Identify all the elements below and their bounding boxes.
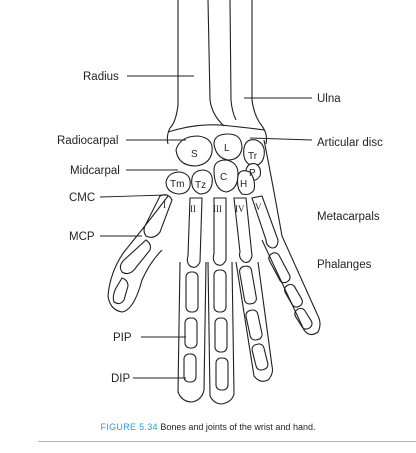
middle-proximal: [213, 269, 227, 313]
metacarpal-1: [143, 194, 173, 238]
metacarpal-2-label: II: [190, 204, 196, 214]
thumb-distal-phalanx: [112, 277, 129, 305]
trapezoid-label: Tz: [195, 180, 206, 191]
trapezium-bone: [165, 171, 191, 195]
lunate-label: L: [224, 143, 230, 154]
lunate-bone: [213, 133, 243, 161]
little-proximal: [268, 252, 291, 284]
triquetrum-label: Tr: [248, 151, 258, 162]
radiocarpal-label: Radiocarpal: [57, 135, 118, 147]
pip-label: PIP: [113, 332, 132, 344]
pisiform-label: P: [249, 168, 256, 179]
thumb-proximal-phalanx: [119, 239, 152, 275]
metacarpal-5-label: V: [255, 202, 262, 212]
ring-distal: [251, 343, 269, 371]
radius-label: Radius: [83, 71, 119, 83]
metacarpals-label: Metacarpals: [317, 211, 380, 223]
articular-disc-leader: [249, 137, 313, 141]
palm-edge: [263, 139, 283, 237]
little-middle: [283, 283, 303, 308]
index-middle: [184, 317, 198, 349]
metacarpal-4-label: IV: [235, 204, 245, 214]
figure-caption-text: Bones and joints of the wrist and hand.: [160, 422, 316, 432]
figure-caption: FIGURE 5.34 Bones and joints of the wris…: [0, 422, 416, 432]
metacarpal-3: [212, 197, 227, 266]
capitate-bone: [213, 159, 239, 193]
scaphoid-label: S: [191, 149, 198, 160]
radius-bone: [169, 0, 225, 129]
middle-distal: [215, 357, 229, 391]
middle-middle: [214, 317, 228, 353]
index-proximal: [185, 271, 199, 313]
ulna-bone: [229, 0, 263, 127]
cmc-leader: [99, 194, 167, 198]
cmc-label: CMC: [69, 192, 95, 204]
thumb-outline: [107, 195, 169, 313]
ring-proximal: [239, 265, 257, 305]
metacarpal-3-label: III: [213, 204, 222, 214]
triquetrum-bone: [243, 139, 265, 167]
trapezoid-bone: [191, 169, 213, 195]
ulna-label: Ulna: [317, 93, 341, 105]
mcp-label: MCP: [69, 231, 95, 243]
trapezium-label: Tm: [170, 179, 184, 190]
scaphoid-bone: [175, 135, 213, 167]
metacarpal-4: [233, 197, 253, 263]
caption-rule: [38, 441, 416, 442]
figure-number: FIGURE 5.34: [100, 422, 158, 432]
capitate-label: C: [220, 172, 227, 183]
ring-middle: [245, 309, 263, 341]
thumb: [107, 195, 169, 313]
carpals: S L Tr P C H Tm Tz: [165, 133, 265, 196]
forearm: [166, 0, 268, 145]
metacarpal-5: [251, 195, 279, 249]
metacarpals: I II III IV V: [143, 194, 279, 268]
little-outline: [261, 235, 321, 336]
forearm-skin: [166, 125, 268, 145]
wrist-outline: [167, 124, 265, 133]
midcarpal-label: Midcarpal: [70, 165, 120, 177]
ring-outline: [235, 261, 274, 382]
phalanges-label: Phalanges: [317, 259, 372, 271]
metacarpal-2: [186, 197, 203, 268]
labels: Radius Ulna Radiocarpal Articular disc M…: [57, 71, 383, 385]
hamate-label: H: [240, 179, 247, 190]
index-distal: [183, 353, 197, 383]
little-distal: [294, 307, 313, 330]
index-outline: [177, 261, 207, 403]
leader-lines: [99, 75, 313, 379]
dip-label: DIP: [111, 373, 131, 385]
metacarpal-1-label: I: [163, 200, 166, 210]
middle-outline: [207, 261, 235, 405]
fingers: [177, 139, 321, 405]
hamate-bone: [236, 170, 256, 196]
articular-disc-label: Articular disc: [317, 137, 383, 149]
